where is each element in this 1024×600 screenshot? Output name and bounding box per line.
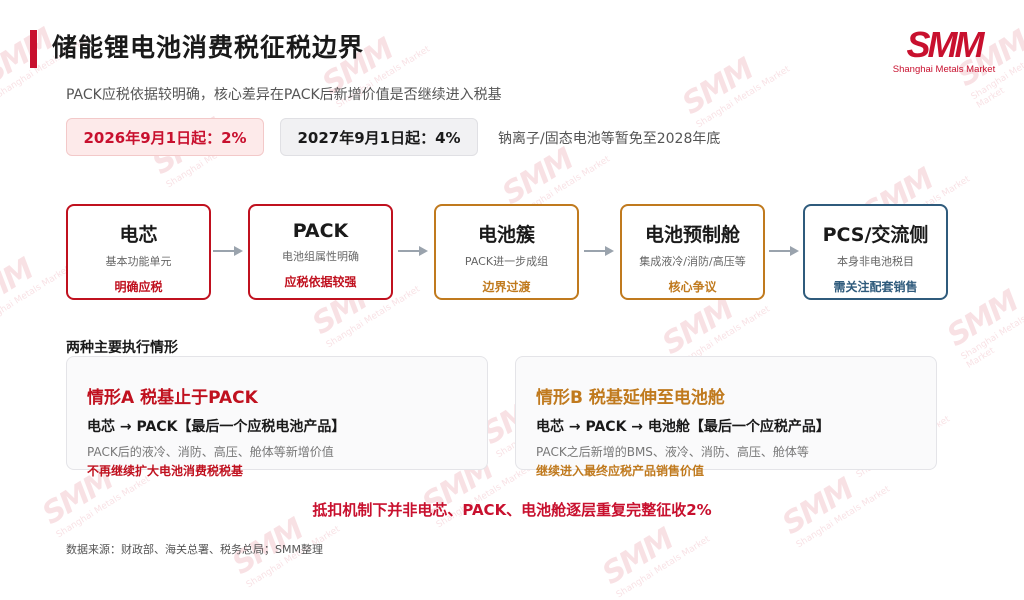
- watermark-brand: SMM: [0, 252, 39, 322]
- watermark-tagline: Shanghai Metals Market: [0, 264, 72, 331]
- logo-tagline-text: Shanghai Metals Market: [893, 64, 996, 75]
- chain-box-pcs: PCS/交流侧 本身非电池税目 需关注配套销售: [803, 204, 948, 300]
- watermark-tagline: Shanghai Metals Market: [694, 64, 792, 131]
- data-source: 数据来源：财政部、海关总署、税务总局；SMM整理: [66, 543, 323, 556]
- watermark-tagline: Shanghai Metals Market: [959, 314, 1024, 371]
- case-card-a: 情形A 税基止于PACK 电芯 → PACK【最后一个应税电池产品】 PACK后…: [66, 356, 488, 478]
- chain-box-title: PACK: [292, 220, 349, 242]
- chain-box-desc: PACK进一步成组: [464, 255, 549, 268]
- chain-box-desc: 基本功能单元: [105, 255, 172, 268]
- smm-logo: SMM Shanghai Metals Market: [884, 24, 1004, 76]
- page-title: 储能锂电池消费税征税边界: [52, 33, 365, 62]
- milestone-2027-badge: 2027年9月1日起：4%: [280, 118, 478, 156]
- chain-arrow-icon: [769, 246, 799, 256]
- watermark-brand: SMM: [676, 52, 759, 122]
- conclusion-text: 抵扣机制下并非电芯、PACK、电池舱逐层重复完整征收2%: [312, 501, 712, 519]
- chain-box-title: 电芯: [119, 224, 158, 246]
- chain-box-cluster: 电池簇 PACK进一步成组 边界过渡: [434, 204, 579, 300]
- exemption-note: 钠离子/固态电池等暂免至2028年底: [498, 131, 721, 147]
- chain-box-title: PCS/交流侧: [822, 224, 929, 246]
- chain-box-tag: 核心争议: [668, 280, 717, 294]
- chain-arrow-icon: [398, 246, 428, 256]
- title-accent-bar: [30, 30, 37, 68]
- chain-box-tag: 应税依据较强: [284, 275, 357, 289]
- watermark-brand: SMM: [941, 284, 1024, 354]
- page-subtitle: PACK应税依据较明确，核心差异在PACK后新增价值是否继续进入税基: [66, 87, 502, 103]
- chain-box-desc: 集成液冷/消防/高压等: [639, 255, 746, 268]
- chain-box-title: 电池预制舱: [644, 224, 740, 246]
- case-note: 不再继续扩大电池消费税税基: [87, 464, 244, 478]
- chain-box-tag: 明确应税: [114, 280, 163, 294]
- watermark-tagline: Shanghai Metals Market: [614, 534, 712, 600]
- case-flow: 电芯 → PACK → 电池舱【最后一个应税产品】: [536, 419, 830, 435]
- chain-box-tag: 需关注配套销售: [833, 280, 918, 294]
- watermark-tagline: Shanghai Metals Market: [434, 464, 532, 531]
- case-note: 继续进入最终应税产品销售价值: [536, 464, 705, 478]
- case-card-b: 情形B 税基延伸至电池舱 电芯 → PACK → 电池舱【最后一个应税产品】 P…: [515, 356, 937, 478]
- case-title: 情形B 税基延伸至电池舱: [536, 388, 725, 408]
- chain-box-desc: 本身非电池税目: [837, 255, 914, 268]
- smm-logo-mark: SMM Shanghai Metals Market: [893, 24, 996, 75]
- chain-box-tag: 边界过渡: [482, 280, 531, 294]
- case-title: 情形A 税基止于PACK: [87, 388, 258, 408]
- chain-box-prefab-cabin: 电池预制舱 集成液冷/消防/高压等 核心争议: [620, 204, 765, 300]
- chain-box-desc: 电池组属性明确: [282, 250, 359, 263]
- chain-box-title: 电池簇: [477, 224, 535, 246]
- chain-box-cell: 电芯 基本功能单元 明确应税: [66, 204, 211, 300]
- case-desc: PACK后的液冷、消防、高压、舱体等新增价值: [87, 445, 334, 459]
- milestone-2026-badge: 2026年9月1日起：2%: [66, 118, 264, 156]
- chain-arrow-icon: [584, 246, 614, 256]
- case-flow: 电芯 → PACK【最后一个应税电池产品】: [87, 419, 346, 435]
- watermark-tagline: Shanghai Metals Market: [244, 524, 342, 591]
- chain-arrow-icon: [213, 246, 243, 256]
- section-title: 两种主要执行情形: [66, 340, 178, 356]
- chain-box-pack: PACK 电池组属性明确 应税依据较强: [248, 204, 393, 300]
- logo-brand-text: SMM: [907, 26, 986, 65]
- case-desc: PACK之后新增的BMS、液冷、消防、高压、舱体等: [536, 445, 809, 459]
